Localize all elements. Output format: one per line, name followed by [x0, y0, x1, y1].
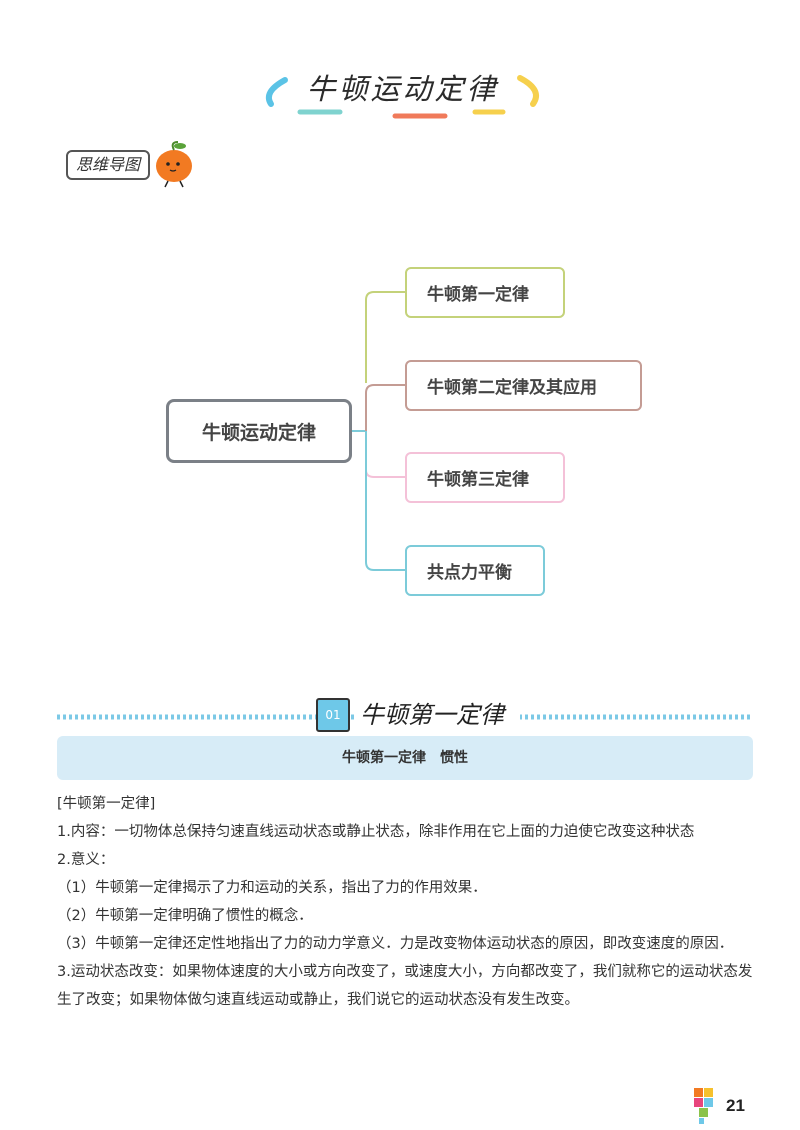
mind-map-node-third-law: 牛顿第三定律: [405, 452, 565, 503]
body-paragraph: （3）牛顿第一定律还定性地指出了力的动力学意义．力是改变物体运动状态的原因，即改…: [57, 936, 734, 952]
mind-map-node-equilibrium: 共点力平衡: [405, 545, 545, 596]
title-banner: 牛顿运动定律: [255, 60, 550, 130]
publisher-logo-icon: [694, 1088, 713, 1124]
orange-mascot-icon: [156, 141, 192, 188]
body-paragraph: （2）牛顿第一定律明确了惯性的概念．: [57, 908, 313, 924]
title-decoration: [265, 75, 539, 119]
body-paragraph: 3.运动状态改变：如果物体速度的大小或方向改变了，或速度大小，方向都改变了，我们…: [57, 964, 753, 1008]
mind-map-connectors: [352, 291, 405, 571]
mind-map-label: 思维导图: [66, 150, 150, 180]
page-number: 21: [726, 1096, 745, 1115]
section-title: 牛顿第一定律: [356, 697, 520, 733]
page-title: 牛顿运动定律: [306, 72, 499, 106]
section-number-badge: 01: [316, 698, 350, 732]
mind-map-node-first-law: 牛顿第一定律: [405, 267, 565, 318]
body-text: [牛顿第一定律] 1.内容：一切物体总保持匀速直线运动状态或静止状态，除非作用在…: [57, 790, 757, 1014]
mind-map-root: 牛顿运动定律: [166, 399, 352, 463]
subsection-label: [牛顿第一定律]: [57, 796, 156, 812]
mind-map-node-second-law: 牛顿第二定律及其应用: [405, 360, 642, 411]
body-paragraph: 2.意义：: [57, 852, 115, 868]
body-paragraph: （1）牛顿第一定律揭示了力和运动的关系，指出了力的作用效果．: [57, 880, 487, 896]
body-paragraph: 1.内容：一切物体总保持匀速直线运动状态或静止状态，除非作用在它上面的力迫使它改…: [57, 824, 695, 840]
topic-bar: 牛顿第一定律 惯性: [57, 736, 753, 780]
